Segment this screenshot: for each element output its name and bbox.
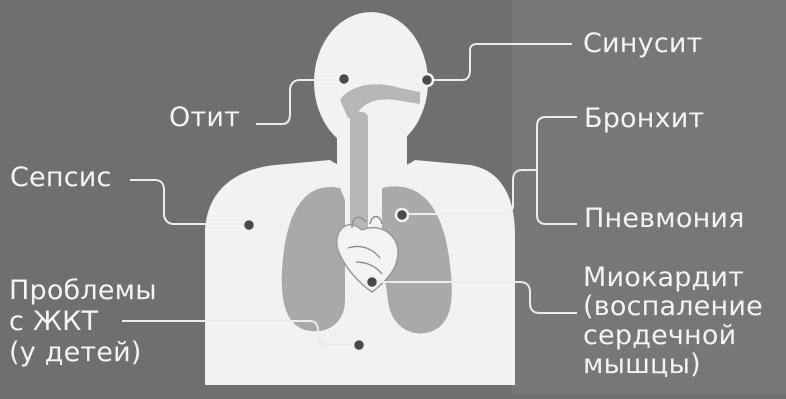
label-pneumonia: Пневмония <box>584 204 745 234</box>
marker-otitis <box>338 73 350 85</box>
label-gi-problems: Проблемы с ЖКТ (у детей) <box>9 275 157 368</box>
marker-gi <box>353 339 365 351</box>
marker-sepsis <box>243 219 255 231</box>
label-myocarditis: Миокардит (воспаление сердечной мышцы) <box>583 263 763 379</box>
label-sepsis: Сепсис <box>10 163 112 193</box>
label-bronchitis: Бронхит <box>584 104 705 134</box>
label-otitis: Отит <box>169 103 240 133</box>
marker-sinusitis <box>421 74 433 86</box>
marker-myocarditis <box>366 276 378 288</box>
label-sinusitis: Синусит <box>583 29 703 59</box>
marker-pneumonia <box>396 209 408 221</box>
